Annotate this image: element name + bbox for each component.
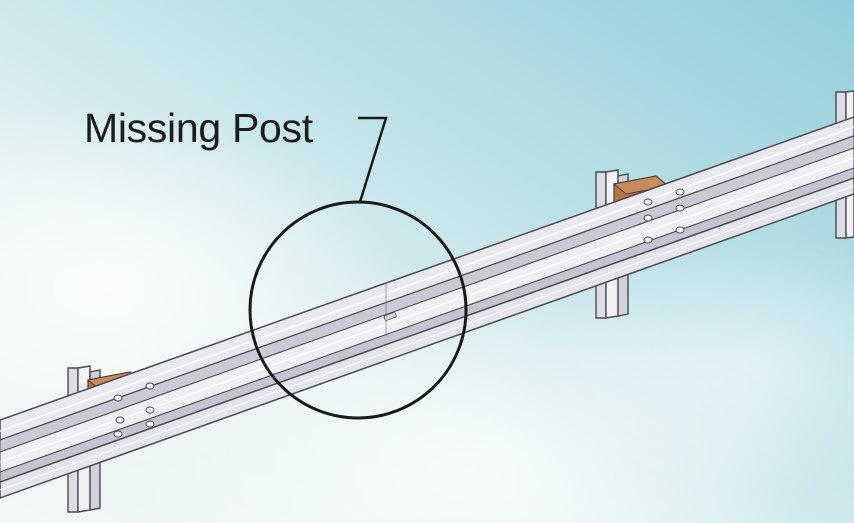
left-splice-bolts [113, 382, 155, 438]
guardrail-beam [0, 116, 854, 499]
missing-post-circle [248, 200, 468, 420]
callout-leader-line [358, 116, 388, 203]
middle-splice-bolts [643, 188, 685, 244]
missing-post-label: Missing Post [84, 105, 313, 151]
